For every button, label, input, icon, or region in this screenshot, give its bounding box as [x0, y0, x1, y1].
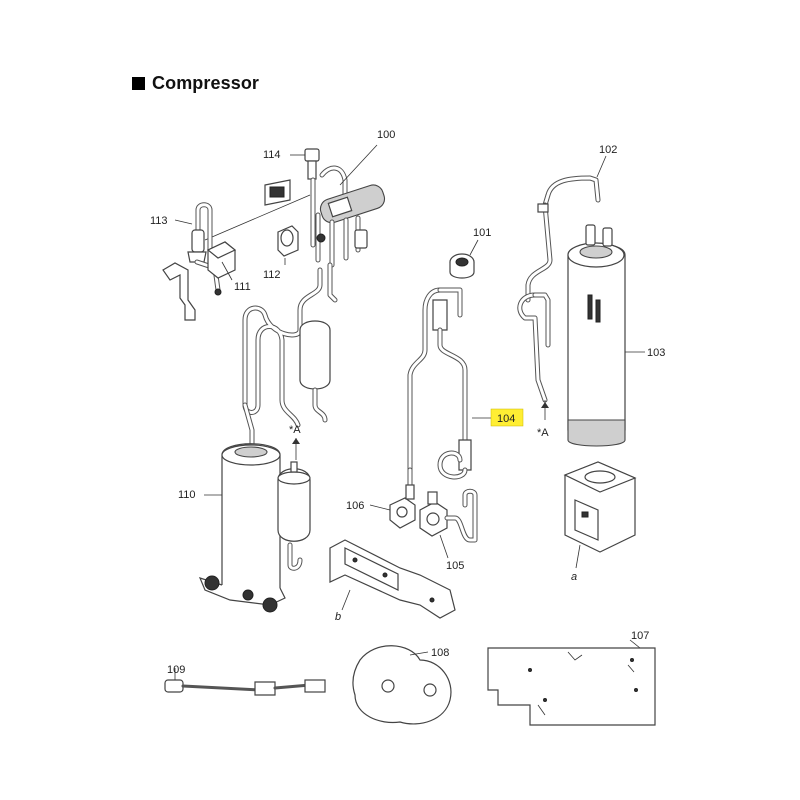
label-104[interactable]: 104 [497, 413, 515, 425]
label-106: 106 [346, 500, 364, 512]
part-114-drawing[interactable] [290, 148, 320, 180]
section-title-text: Compressor [152, 72, 260, 93]
part-107-drawing[interactable] [487, 639, 656, 726]
part-102-drawing[interactable] [525, 155, 607, 303]
part-114-plate [264, 179, 291, 206]
section-title: Compressor [132, 72, 259, 94]
marker-star-a-left: *A [289, 424, 301, 436]
label-105: 105 [446, 560, 464, 572]
marker-ref-a: a [571, 571, 577, 583]
part-101-drawing[interactable] [449, 239, 479, 279]
part-106-drawing[interactable] [369, 484, 416, 529]
label-113: 113 [150, 215, 168, 227]
part-104-drawing[interactable] [407, 287, 492, 488]
part-103-drawing[interactable] [567, 224, 645, 447]
part-109-drawing[interactable] [164, 668, 326, 696]
label-101: 101 [473, 227, 491, 239]
label-100: 100 [377, 129, 395, 141]
label-107: 107 [631, 630, 649, 642]
part-108-drawing[interactable] [352, 645, 452, 725]
marker-ref-b: b [335, 611, 341, 623]
part-100-drawing[interactable] [310, 144, 387, 268]
label-114: 114 [263, 149, 281, 161]
mounting-plate-drawing [329, 539, 456, 619]
label-103: 103 [647, 347, 665, 359]
label-111: 111 [234, 281, 251, 293]
highlight-104-box [490, 408, 524, 427]
receiver-bracket-drawing [563, 461, 637, 569]
label-108: 108 [431, 647, 449, 659]
part-113-drawing[interactable] [174, 202, 222, 296]
part-112-drawing[interactable] [277, 225, 299, 265]
accumulator-drawing [277, 438, 311, 571]
part-110-drawing[interactable] [198, 443, 286, 613]
part-111-drawing[interactable] [206, 241, 237, 281]
bracket-drawing [162, 262, 196, 321]
leader-line [204, 194, 311, 241]
arrow-up-icon-right [541, 402, 549, 408]
label-102: 102 [599, 144, 617, 156]
label-110: 110 [178, 489, 196, 501]
arrow-up-icon [292, 438, 300, 444]
suction-pipe-assembly [242, 262, 338, 448]
label-112: 112 [263, 269, 281, 281]
section-bullet-icon [132, 76, 145, 90]
loop-pipe-drawing [517, 292, 551, 420]
part-105-drawing[interactable] [419, 488, 478, 559]
label-109: 109 [167, 664, 185, 676]
marker-star-a-right: *A [537, 427, 549, 439]
